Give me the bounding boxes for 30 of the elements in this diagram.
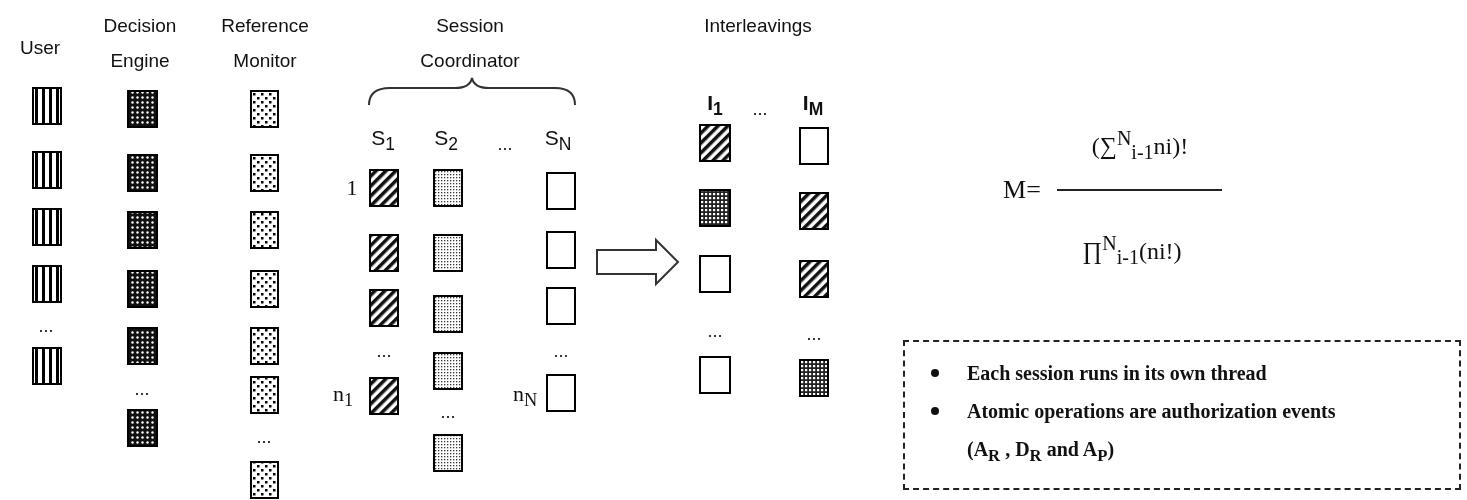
group-heading: Session Coordinator bbox=[419, 14, 521, 73]
index-label: 1 bbox=[346, 175, 358, 201]
ellipsis: ... bbox=[707, 322, 723, 342]
formula-numerator: (∑$^{N}$$_{i-1}$ni)! bbox=[1091, 126, 1189, 164]
ellipsis: ... bbox=[38, 317, 54, 337]
column-heading: Reference Monitor bbox=[220, 14, 310, 73]
ellipsis: ... bbox=[497, 135, 513, 155]
bullet-item: Atomic operations are authorization events (A$_{R}$ , D$_{R}$ and A$_{P}$) bbox=[967, 399, 1337, 467]
note-box bbox=[903, 340, 1461, 490]
session-label: S$_{2}$ bbox=[434, 125, 458, 155]
index-label: n$_{1}$ bbox=[332, 381, 354, 411]
column-heading: User bbox=[19, 37, 61, 59]
ellipsis: ... bbox=[806, 325, 822, 345]
formula-denominator: ∏$^{N}$$_{i-1}$(ni!) bbox=[1082, 231, 1182, 269]
interleaving-label: I$_{1}$ bbox=[707, 90, 723, 120]
column-heading: Decision Engine bbox=[102, 14, 178, 73]
ellipsis: ... bbox=[376, 342, 392, 362]
index-label: n$_{N}$ bbox=[512, 381, 538, 411]
ellipsis: ... bbox=[256, 428, 272, 448]
ellipsis: ... bbox=[134, 380, 150, 400]
session-label: S$_{N}$ bbox=[544, 125, 572, 155]
ellipsis: ... bbox=[752, 100, 768, 120]
formula-text: M= bbox=[1003, 175, 1041, 205]
ellipsis: ... bbox=[440, 403, 456, 423]
block-arrow bbox=[596, 237, 680, 287]
group-heading: Interleavings bbox=[704, 13, 812, 38]
bullet-item: Each session runs in its own thread bbox=[967, 361, 1268, 386]
ellipsis: ... bbox=[553, 342, 569, 362]
interleaving-label: I$_{M}$ bbox=[802, 90, 824, 120]
session-label: S$_{1}$ bbox=[371, 125, 395, 155]
